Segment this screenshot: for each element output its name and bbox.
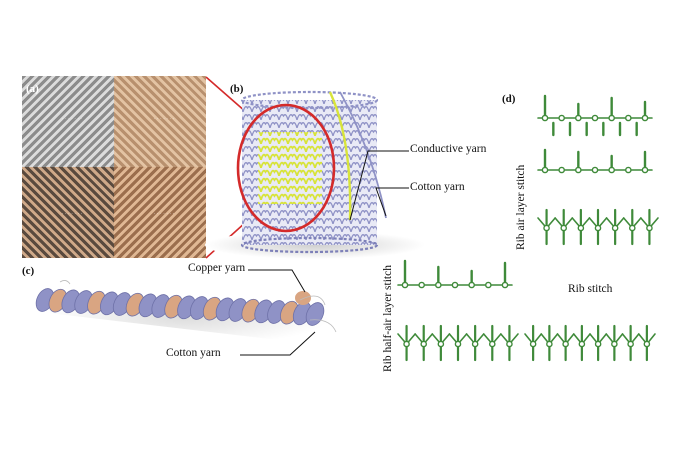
rib-air-row2-node bbox=[558, 166, 565, 174]
connector-line-top bbox=[205, 76, 247, 113]
label-rib-stitch: Rib stitch bbox=[568, 283, 613, 295]
conductive-yarn-strand bbox=[328, 91, 352, 221]
panel-label-d: (d) bbox=[502, 93, 516, 105]
label-rib-half-air-layer-stitch: Rib half-air layer stitch bbox=[382, 265, 394, 372]
label-rib-air-layer-stitch: Rib air layer stitch bbox=[515, 164, 527, 250]
rib-half-row1-node bbox=[418, 281, 425, 289]
rib-air-row2-node bbox=[625, 166, 632, 174]
rib-stitch-row-node bbox=[611, 340, 618, 348]
rib-stitch-row-node bbox=[546, 340, 553, 348]
rib-half-row2-node bbox=[454, 340, 462, 348]
highlight-ellipse bbox=[236, 103, 336, 233]
rib-air-row3-node bbox=[560, 224, 568, 232]
rib-stitch-row-node bbox=[643, 340, 651, 348]
rib-stitch-row-node bbox=[578, 340, 586, 348]
photo-quadrant-bottom-left bbox=[22, 167, 114, 258]
photo-quadrant-top-right bbox=[114, 76, 206, 167]
rib-air-row1-node bbox=[591, 114, 599, 122]
copper-yarn-end bbox=[295, 291, 311, 305]
panel-label-c: (c) bbox=[22, 265, 35, 277]
photo-caption-4: · · · · · · · bbox=[153, 211, 175, 217]
rib-half-row2-node bbox=[403, 340, 410, 348]
rib-half-row1-node bbox=[485, 281, 492, 289]
rib-air-row2-node bbox=[591, 166, 599, 174]
rib-air-row3-node bbox=[594, 224, 602, 232]
rib-stitch-row-node bbox=[529, 340, 537, 348]
photo-quadrant-top-left bbox=[22, 76, 114, 167]
photo-caption-1: · · · · · · · bbox=[61, 116, 83, 122]
tube-top-rim bbox=[240, 90, 379, 110]
rib-half-row2-node bbox=[420, 340, 428, 348]
panel-label-b: (b) bbox=[230, 83, 244, 95]
photo-quadrant-bottom-right bbox=[114, 167, 206, 258]
panel-label-a: (a) bbox=[26, 83, 39, 95]
leader-copper-yarn bbox=[248, 269, 306, 293]
rib-air-row1-node bbox=[558, 114, 565, 122]
label-copper-yarn: Copper yarn bbox=[188, 262, 246, 274]
rib-half-row2-node bbox=[506, 340, 513, 348]
label-conductive-yarn: Conductive yarn bbox=[410, 143, 487, 155]
label-cotton-yarn-c: Cotton yarn bbox=[166, 347, 221, 359]
rib-half-row2-node bbox=[488, 340, 496, 348]
photo-caption-3: · · · · · · · bbox=[61, 211, 83, 217]
photo-caption-2: · · · · · · · bbox=[153, 116, 175, 122]
rib-half-row2-node bbox=[471, 340, 479, 348]
knitted-tube-illustration bbox=[205, 90, 425, 259]
rib-air-row3-node bbox=[611, 224, 619, 232]
rib-air-row3-node bbox=[543, 224, 550, 232]
conductive-region bbox=[258, 132, 322, 204]
fabric-photo-panel: · · · · · · · · · · · · · · · · · · · · … bbox=[22, 76, 206, 258]
rib-air-row3-node bbox=[577, 224, 585, 232]
twisted-yarn-illustration bbox=[35, 280, 337, 346]
rib-air-row3-node bbox=[646, 224, 653, 232]
rib-half-row1-node bbox=[451, 281, 459, 289]
leader-cotton-yarn-c bbox=[240, 331, 316, 356]
rib-stitch-row-node bbox=[562, 340, 569, 348]
rib-air-row1-node bbox=[625, 114, 632, 122]
label-cotton-yarn-b: Cotton yarn bbox=[410, 181, 465, 193]
rib-half-row2-node bbox=[437, 340, 445, 348]
rib-stitch-row-node bbox=[594, 340, 602, 348]
rib-stitch-row-node bbox=[627, 340, 634, 348]
rib-air-row3-node bbox=[628, 224, 636, 232]
stitch-diagrams bbox=[397, 94, 659, 362]
leader-conductive-yarn bbox=[349, 150, 409, 221]
leader-cotton-yarn bbox=[375, 187, 409, 217]
